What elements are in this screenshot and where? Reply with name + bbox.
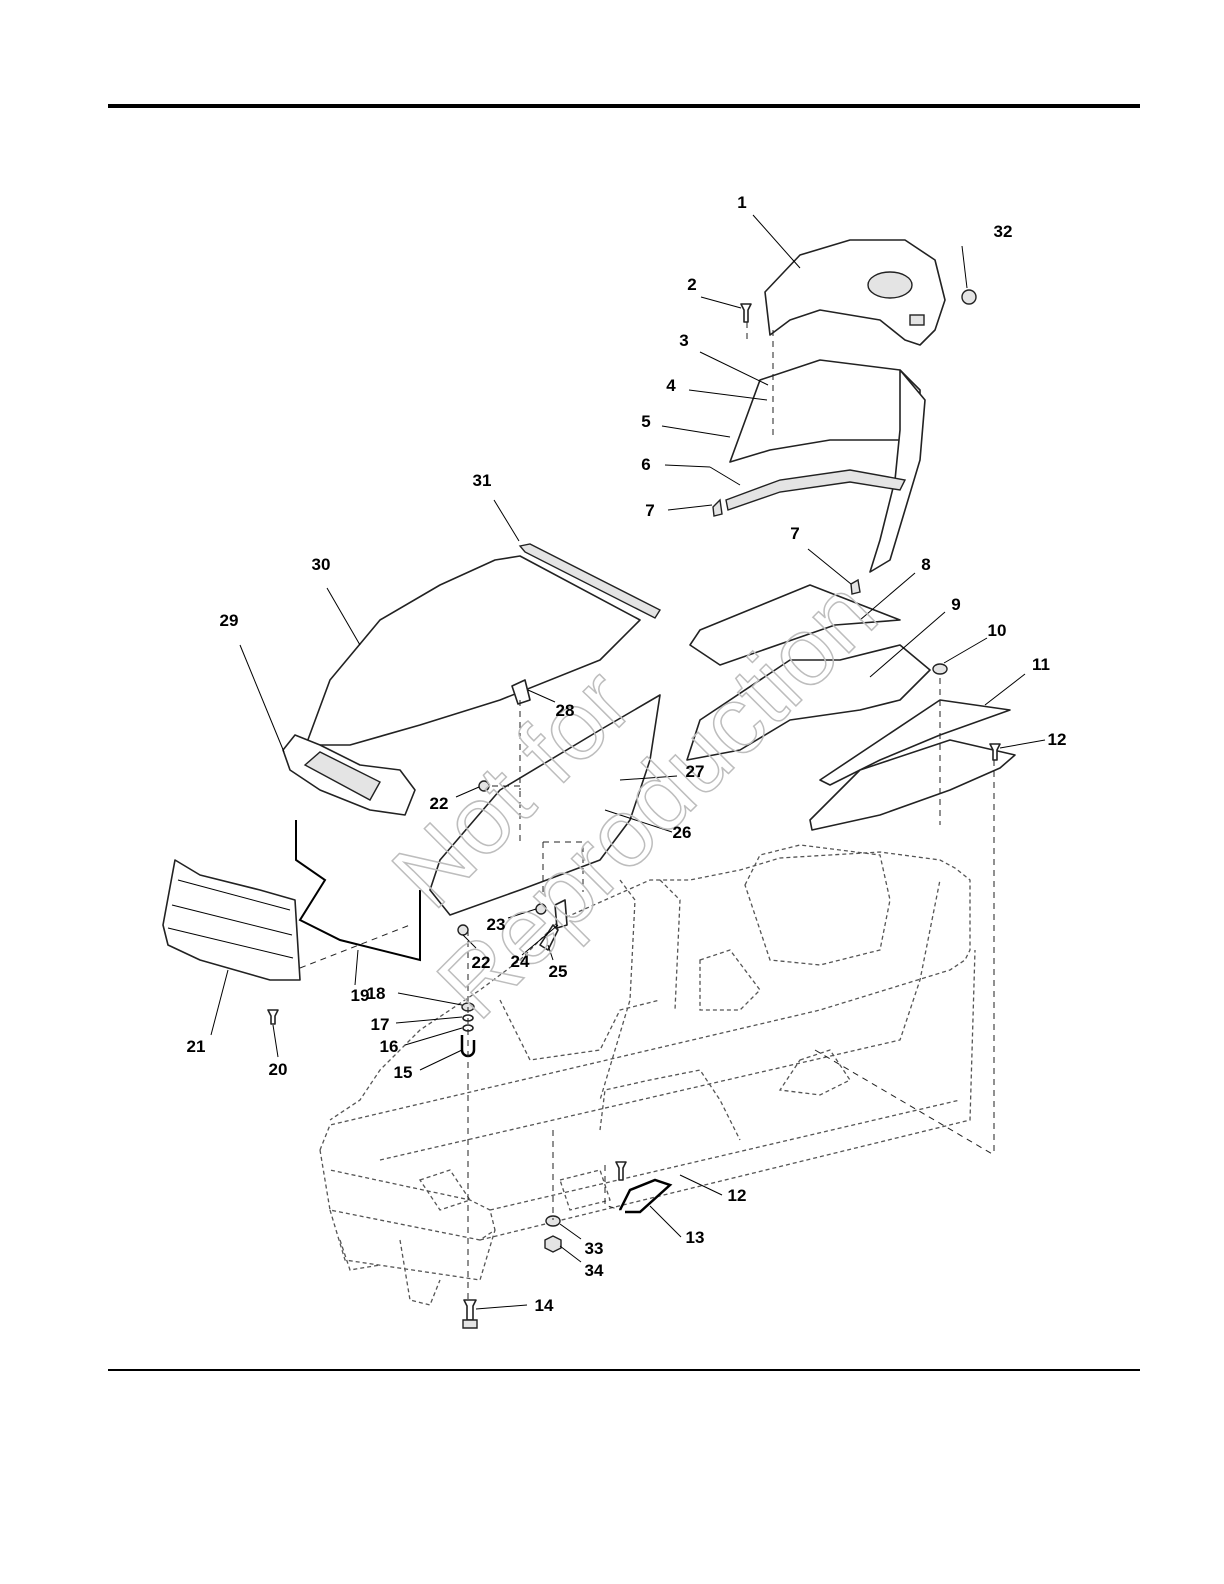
callout-label: 34 bbox=[585, 1261, 604, 1280]
callout-label: 4 bbox=[666, 376, 676, 395]
callout-label: 28 bbox=[556, 701, 575, 720]
callout-label: 26 bbox=[673, 823, 692, 842]
part-1-gauge bbox=[868, 272, 912, 298]
callout-label: 24 bbox=[511, 952, 530, 971]
callout-label: 15 bbox=[394, 1063, 413, 1082]
part-5-dash-cover bbox=[730, 360, 920, 462]
part-32-knob bbox=[962, 290, 976, 304]
part-1-switch bbox=[910, 315, 924, 325]
callout-label: 7 bbox=[645, 501, 654, 520]
callout-label: 31 bbox=[473, 471, 492, 490]
callout-label: 11 bbox=[1032, 655, 1050, 674]
callout-label: 6 bbox=[641, 455, 650, 474]
callout-label: 12 bbox=[728, 1186, 747, 1205]
callout-label: 2 bbox=[687, 275, 696, 294]
callout-label: 25 bbox=[549, 962, 568, 981]
callout-label: 16 bbox=[380, 1037, 399, 1056]
callout-label: 9 bbox=[951, 595, 960, 614]
callout-label: 7 bbox=[790, 524, 799, 543]
callout-label: 8 bbox=[921, 555, 930, 574]
callout-label: 13 bbox=[686, 1228, 705, 1247]
part-floor-pan bbox=[810, 740, 1015, 830]
callout-label: 23 bbox=[487, 915, 506, 934]
part-2-bolt bbox=[741, 304, 751, 322]
part-14-bolt bbox=[464, 1300, 476, 1320]
callout-label: 32 bbox=[994, 222, 1013, 241]
callout-label: 5 bbox=[641, 412, 650, 431]
part-1-dash-panel bbox=[765, 240, 945, 345]
chassis-frame bbox=[320, 845, 975, 1305]
callout-label: 27 bbox=[686, 762, 705, 781]
callout-label: 21 bbox=[187, 1037, 206, 1056]
part-34-nut bbox=[545, 1236, 561, 1252]
callout-label: 22 bbox=[430, 794, 449, 813]
callout-label: 3 bbox=[679, 331, 688, 350]
part-33-lock-washer bbox=[546, 1216, 560, 1226]
part-14-bolt-head bbox=[463, 1320, 477, 1328]
callout-label: 22 bbox=[472, 953, 491, 972]
callout-label: 30 bbox=[312, 555, 331, 574]
callout-label: 10 bbox=[988, 621, 1007, 640]
callout-label: 17 bbox=[371, 1015, 390, 1034]
part-12-bolt-lower bbox=[616, 1162, 626, 1180]
callout-label: 29 bbox=[220, 611, 239, 630]
callout-label: 14 bbox=[535, 1296, 554, 1315]
callout-label: 33 bbox=[585, 1239, 604, 1258]
part-20-screw bbox=[268, 1010, 278, 1024]
part-13-handle bbox=[620, 1180, 670, 1212]
part-7-clip bbox=[713, 500, 722, 516]
callout-label: 20 bbox=[269, 1060, 288, 1079]
callout-label: 19 bbox=[351, 986, 370, 1005]
callout-label: 1 bbox=[737, 193, 746, 212]
part-10-knob bbox=[933, 664, 947, 674]
callout-label: 12 bbox=[1048, 730, 1067, 749]
part-6-seal-strip bbox=[726, 470, 905, 510]
